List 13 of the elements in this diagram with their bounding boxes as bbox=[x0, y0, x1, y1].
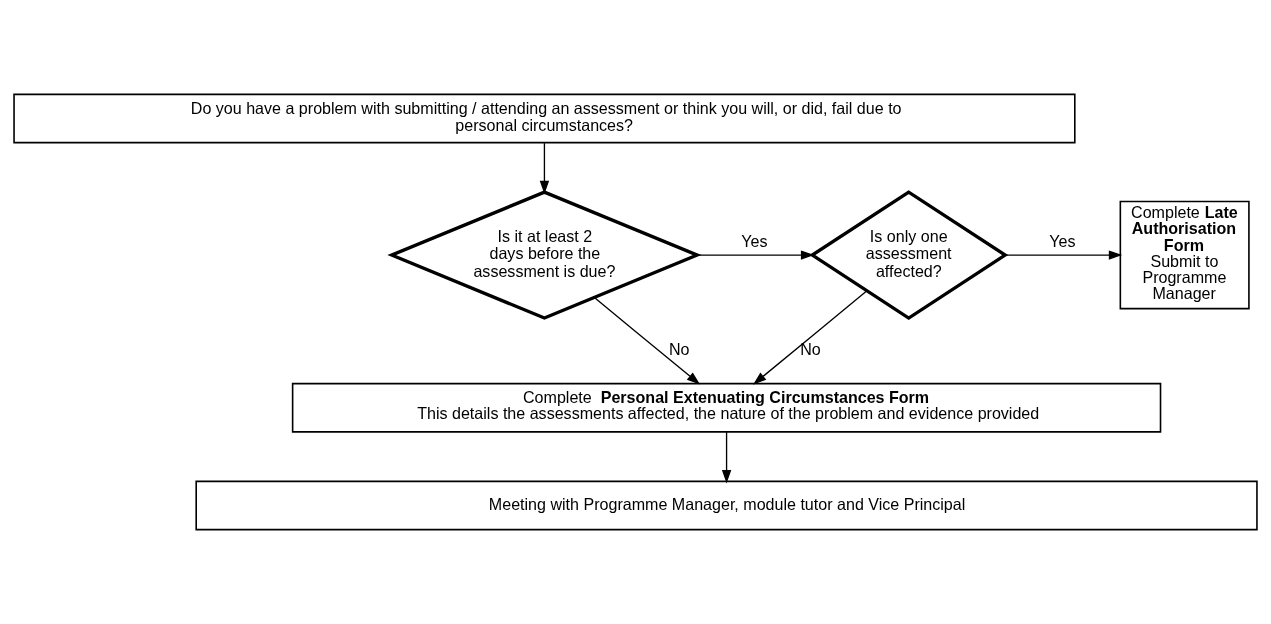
node-box: Complete Late Authorisation Form Submit to Programme Manager bbox=[1119, 200, 1250, 310]
arrow bbox=[1004, 250, 1123, 260]
edge-label: No bbox=[668, 339, 690, 358]
edge-label: Yes bbox=[741, 231, 768, 250]
node-diamond: Is only one assessment affected? bbox=[809, 190, 1009, 321]
node-box: Do you have a problem with submitting / attending an assessment or think you will, or did, fail due to personal circumstances? bbox=[13, 93, 1076, 144]
arrow bbox=[594, 297, 701, 385]
node-box: Meeting with Programme Manager, module tutor and Vice Principal bbox=[195, 480, 1258, 531]
edge-label: No bbox=[800, 339, 821, 358]
edge-label: Yes bbox=[1049, 231, 1076, 250]
node-box: Complete Personal Extenuating Circumstances Form This details the assessments affected, the nature of the problem and evidence provided bbox=[291, 382, 1162, 433]
arrow bbox=[753, 290, 868, 385]
arrow bbox=[721, 431, 732, 484]
